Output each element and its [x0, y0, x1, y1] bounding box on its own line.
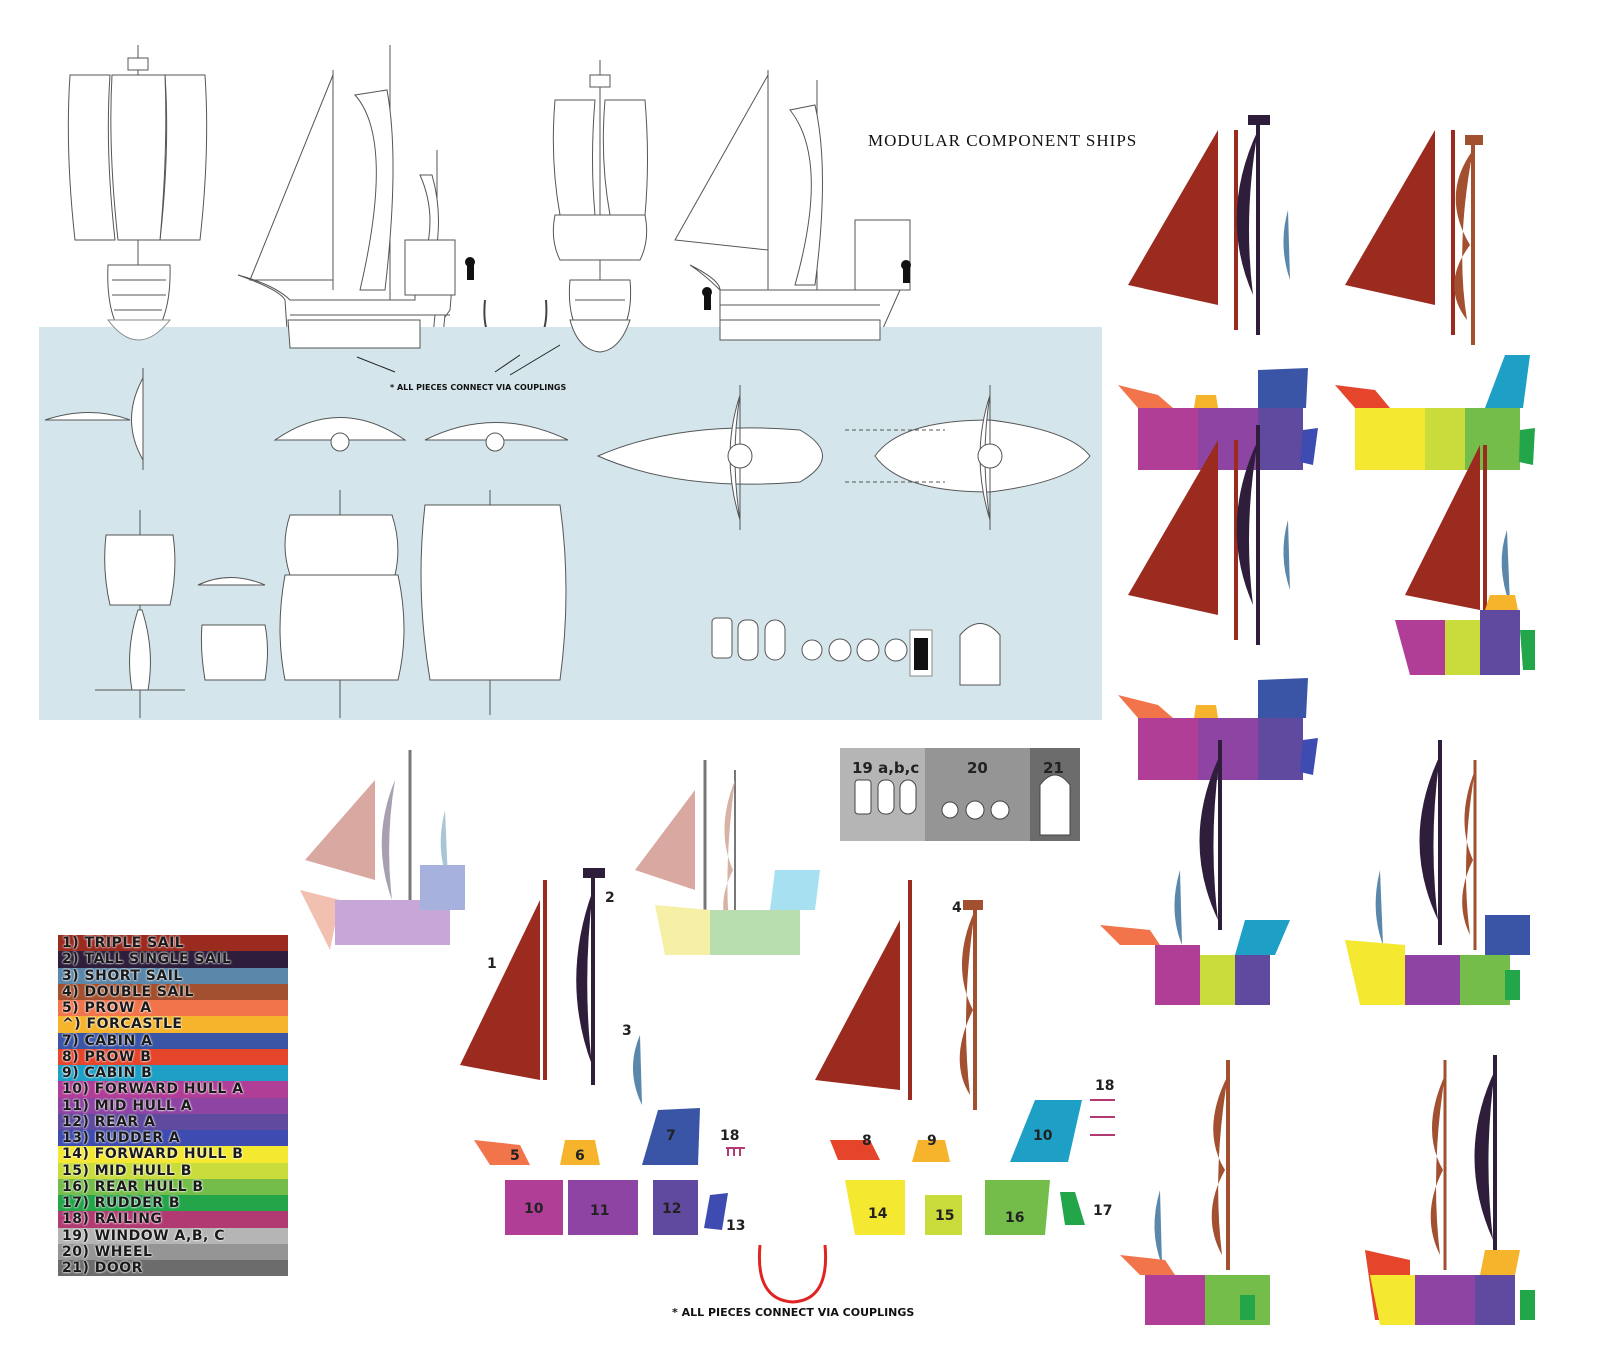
legend-item: 16) REAR HULL B — [58, 1178, 288, 1195]
ship-assembled-2 — [1335, 130, 1535, 470]
part-number: 11 — [590, 1203, 609, 1219]
legend-item: 9) CABIN B — [58, 1065, 288, 1082]
legend-item: 2) TALL SINGLE SAIL — [58, 951, 288, 968]
legend-item: 20) WHEEL — [58, 1243, 288, 1260]
coupling-note-top: * ALL PIECES CONNECT VIA COUPLINGS — [390, 383, 566, 392]
ship-assembled-4 — [1395, 445, 1535, 675]
legend-item: 11) MID HULL A — [58, 1097, 288, 1114]
part-number: 1 — [487, 956, 497, 972]
legend-item: 1) TRIPLE SAIL — [58, 935, 288, 952]
parts-panel — [39, 327, 1102, 720]
parts-box — [840, 748, 1080, 841]
legend-item: 10) FORWARD HULL A — [58, 1081, 288, 1098]
page-title: MODULAR COMPONENT SHIPS — [868, 131, 1137, 150]
coupling-note-bottom: * ALL PIECES CONNECT VIA COUPLINGS — [672, 1306, 914, 1319]
part-number: 4 — [952, 900, 962, 916]
assembled-ship-pastel-a — [300, 750, 465, 950]
legend-item: 8) PROW B — [58, 1048, 288, 1065]
part-number: 7 — [666, 1128, 676, 1144]
legend-item: ^) FORCASTLE — [58, 1016, 288, 1033]
part-number-labels: 1 2 3 4 5 6 7 8 9 10 10 11 12 13 14 15 1… — [487, 890, 1114, 1234]
part-number: 3 — [622, 1023, 632, 1039]
part-number: 16 — [1005, 1210, 1024, 1226]
legend-item: 19) WINDOW A,B, C — [58, 1227, 288, 1244]
legend-item: 7) CABIN A — [58, 1032, 288, 1049]
legend-item: 17) RUDDER B — [58, 1195, 288, 1212]
ship-assembled-7 — [1120, 1060, 1270, 1325]
part-number: 10 — [1033, 1128, 1053, 1144]
ship-assembled-3 — [1118, 425, 1318, 780]
exploded-parts-b — [815, 880, 1115, 1235]
part-number: 8 — [862, 1133, 872, 1149]
ship-assembled-5 — [1100, 740, 1290, 1005]
parts-box-label-19: 19 a,b,c — [852, 759, 919, 777]
legend-item: 13) RUDDER A — [58, 1130, 288, 1147]
ship-assembled-8 — [1365, 1055, 1535, 1325]
part-number: 18 — [1095, 1078, 1114, 1094]
part-number: 5 — [510, 1148, 520, 1164]
part-number: 12 — [662, 1201, 681, 1217]
colored-ships-grid — [1100, 115, 1535, 1325]
parts-box-labels: 19 a,b,c 20 21 — [852, 759, 1064, 777]
legend-item: 12) REAR A — [58, 1113, 288, 1130]
line-art-ships-top — [67, 45, 911, 354]
legend-item: 5) PROW A — [58, 1000, 288, 1017]
part-number: 9 — [927, 1133, 937, 1149]
part-number: 13 — [726, 1218, 745, 1234]
part-number: 2 — [605, 890, 615, 906]
ship-assembled-6 — [1345, 740, 1530, 1005]
assembled-ship-pastel-b — [635, 760, 820, 955]
parts-box-label-21: 21 — [1043, 759, 1064, 777]
parts-box-label-20: 20 — [967, 759, 988, 777]
part-number: 14 — [868, 1206, 888, 1222]
legend-item: 3) SHORT SAIL — [58, 967, 288, 984]
part-number: 6 — [575, 1148, 585, 1164]
legend-item: 21) DOOR — [58, 1260, 288, 1277]
part-number: 18 — [720, 1128, 739, 1144]
ship-assembled-1 — [1118, 115, 1318, 470]
part-number: 15 — [935, 1208, 954, 1224]
legend-item: 14) FORWARD HULL B — [58, 1146, 288, 1163]
part-number: 17 — [1093, 1203, 1112, 1219]
exploded-parts-a — [460, 868, 828, 1304]
legend-item: 15) MID HULL B — [58, 1162, 288, 1179]
panel-parts — [44, 319, 1091, 718]
legend-item: 4) DOUBLE SAIL — [58, 983, 288, 1000]
legend-item: 18) RAILING — [58, 1211, 288, 1228]
part-number: 10 — [524, 1201, 544, 1217]
